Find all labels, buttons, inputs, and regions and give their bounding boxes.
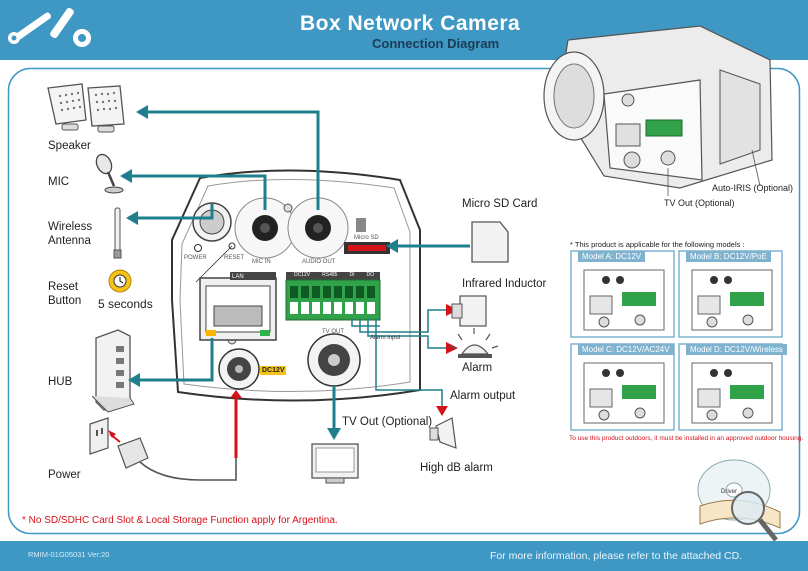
alarm-wiring	[351, 309, 448, 406]
wireless-antenna-label: Wireless Antenna	[48, 221, 93, 247]
horn-icon	[429, 417, 457, 449]
tools-icon	[8, 7, 91, 47]
model-thumbnails	[570, 250, 783, 431]
infrared-inductor-icon	[451, 295, 487, 327]
terminal-header: DC12V RS485 DI DO	[288, 272, 380, 278]
high-db-alarm-label: High dB alarm	[420, 462, 493, 474]
mic-icon	[95, 153, 124, 194]
panel-dc12v-label: DC12V	[262, 367, 285, 374]
speaker-label: Speaker	[48, 140, 91, 152]
connection-arrows	[130, 110, 470, 428]
arrowheads	[120, 105, 398, 440]
reset-button-label: Reset Button	[48, 281, 82, 307]
camera-rear-panel	[171, 169, 421, 402]
hub-label: HUB	[48, 376, 73, 388]
antenna-icon	[113, 207, 122, 259]
panel-micro-sd-label: Micro SD	[354, 235, 379, 241]
terminal-dc12v: DC12V	[294, 272, 311, 278]
alarm-output-label: Alarm output	[450, 390, 516, 402]
infrared-inductor-label: Infrared Inductor	[462, 278, 547, 290]
speaker-icon	[47, 83, 125, 133]
model-d-title: Model D: DC12V/Wireless	[686, 344, 787, 355]
argentina-note: * No SD/SDHC Card Slot & Local Storage F…	[22, 515, 338, 526]
sd-card-icon	[471, 221, 509, 263]
tv-out-optional-label: TV Out (Optional)	[342, 416, 433, 428]
camera-body-illustration	[543, 25, 773, 196]
tv-out-optional-top-label: TV Out (Optional)	[664, 198, 735, 208]
model-b-title: Model B: DC12V/PoE	[686, 251, 771, 262]
more-info-text: For more information, please refer to th…	[490, 550, 743, 562]
panel-audio-out-label: AUDIO OUT	[302, 259, 336, 265]
panel-mic-in-label: MIC IN	[252, 259, 271, 265]
micro-sd-card-label: Micro SD Card	[462, 198, 538, 210]
panel-power-label: POWER	[184, 255, 207, 261]
document-code: RMIM-01G05031 Ver:20	[28, 550, 110, 559]
reset-seconds-label: 5 seconds	[98, 297, 153, 311]
cd-magnifier-icon	[697, 459, 781, 542]
outdoor-note: To use this product outdoors, it must be…	[569, 435, 804, 442]
panel-tv-out-label: TV OUT	[322, 329, 344, 335]
power-label: Power	[48, 469, 81, 481]
alarm-label: Alarm	[462, 362, 493, 374]
hub-icon	[91, 329, 135, 413]
mic-label: MIC	[48, 176, 70, 188]
terminal-rs485: RS485	[322, 272, 338, 278]
terminal-do: DO	[366, 272, 374, 278]
footer-band	[0, 541, 808, 571]
panel-reset-label: RESET	[224, 255, 245, 261]
cd-label: Driver	[721, 489, 737, 495]
alarm-light-icon	[449, 328, 499, 358]
clock-icon	[108, 269, 132, 293]
power-adapter-icon	[89, 417, 237, 481]
alarm-input-label: Alarm input	[370, 335, 401, 341]
model-c-title: Model C: DC12V/AC24V	[578, 344, 674, 355]
terminal-di: DI	[349, 272, 355, 278]
model-a-title: Model A: DC12V	[578, 251, 646, 262]
panel-lan-label: LAN	[232, 274, 244, 280]
page-subtitle: Connection Diagram	[372, 36, 500, 51]
page-title: Box Network Camera	[300, 12, 521, 35]
monitor-icon	[311, 443, 359, 484]
auto-iris-label: Auto-IRIS (Optional)	[712, 183, 794, 193]
models-header: * This product is applicable for the fol…	[570, 240, 745, 249]
